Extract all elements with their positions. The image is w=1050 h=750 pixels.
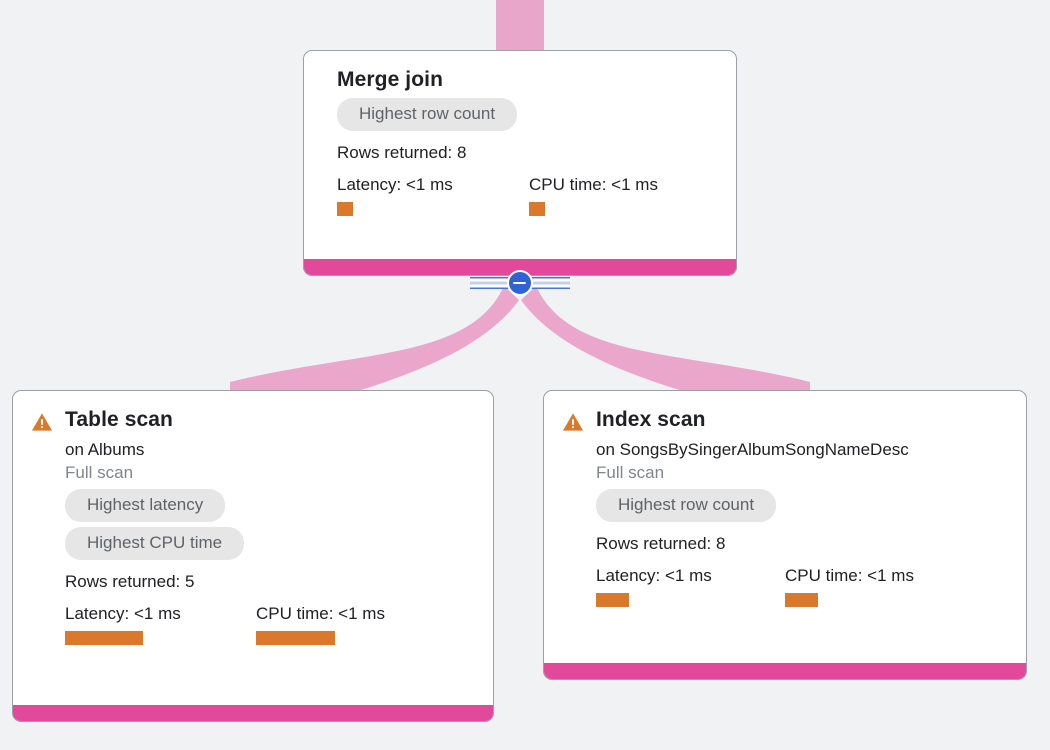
metric-cpu-time-bar — [529, 202, 545, 216]
minus-circle-icon[interactable] — [507, 270, 533, 296]
plan-node-table-scan[interactable]: Table scan on Albums Full scan Highest l… — [12, 390, 494, 722]
metric-latency-bar — [337, 202, 353, 216]
node-metrics: Latency: <1 ms CPU time: <1 ms — [65, 603, 475, 645]
chip-highest-cpu-time[interactable]: Highest CPU time — [65, 527, 245, 560]
node-accent-bar — [544, 663, 1026, 679]
chip-highest-row-count[interactable]: Highest row count — [596, 489, 777, 522]
metric-latency: Latency: <1 ms — [65, 603, 256, 645]
node-chips: Highest row count — [337, 98, 718, 136]
chip-highest-row-count[interactable]: Highest row count — [337, 98, 518, 131]
metric-latency: Latency: <1 ms — [337, 174, 529, 216]
chip-highest-latency[interactable]: Highest latency — [65, 489, 226, 522]
node-accent-bar — [13, 705, 493, 721]
node-subtitle: on Albums — [65, 440, 145, 459]
node-header: Merge join — [322, 67, 718, 93]
metric-latency-label: Latency: <1 ms — [65, 604, 181, 623]
node-title: Merge join — [337, 68, 444, 91]
metric-cpu-time-label: CPU time: <1 ms — [529, 175, 658, 194]
metric-cpu-time-label: CPU time: <1 ms — [785, 566, 914, 585]
node-title: Table scan — [65, 408, 173, 431]
node-scan-type: Full scan — [596, 463, 665, 482]
node-body: Table scan on Albums Full scan Highest l… — [13, 391, 493, 655]
node-scan-type: Full scan — [65, 463, 134, 482]
metric-cpu-time: CPU time: <1 ms — [256, 603, 385, 645]
metric-cpu-time: CPU time: <1 ms — [785, 565, 914, 607]
node-header: Table scan — [31, 407, 475, 433]
warning-icon — [562, 413, 584, 431]
rows-returned: Rows returned: 5 — [65, 572, 195, 591]
metric-latency-label: Latency: <1 ms — [337, 175, 453, 194]
node-title: Index scan — [596, 408, 706, 431]
node-header: Index scan — [562, 407, 1008, 433]
metric-cpu-time: CPU time: <1 ms — [529, 174, 658, 216]
metric-latency: Latency: <1 ms — [596, 565, 785, 607]
metric-latency-bar — [596, 593, 629, 607]
node-body: Merge join Highest row count Rows return… — [304, 51, 736, 226]
plan-node-merge-join[interactable]: Merge join Highest row count Rows return… — [303, 50, 737, 276]
metric-latency-bar — [65, 631, 143, 645]
rows-returned: Rows returned: 8 — [596, 534, 726, 553]
metric-cpu-time-bar — [256, 631, 335, 645]
rows-returned: Rows returned: 8 — [337, 143, 467, 162]
metric-cpu-time-bar — [785, 593, 818, 607]
node-metrics: Latency: <1 ms CPU time: <1 ms — [337, 174, 718, 216]
node-chips: Highest latency Highest CPU time — [65, 489, 475, 565]
warning-icon — [31, 413, 53, 431]
node-body: Index scan on SongsBySingerAlbumSongName… — [544, 391, 1026, 617]
metric-cpu-time-label: CPU time: <1 ms — [256, 604, 385, 623]
connector-incoming-top — [496, 0, 544, 50]
node-metrics: Latency: <1 ms CPU time: <1 ms — [596, 565, 1008, 607]
plan-node-index-scan[interactable]: Index scan on SongsBySingerAlbumSongName… — [543, 390, 1027, 680]
node-accent-bar — [304, 259, 736, 275]
node-chips: Highest row count — [596, 489, 1008, 527]
node-subtitle: on SongsBySingerAlbumSongNameDesc — [596, 440, 909, 459]
collapse-children-toggle[interactable] — [470, 270, 570, 296]
metric-latency-label: Latency: <1 ms — [596, 566, 712, 585]
